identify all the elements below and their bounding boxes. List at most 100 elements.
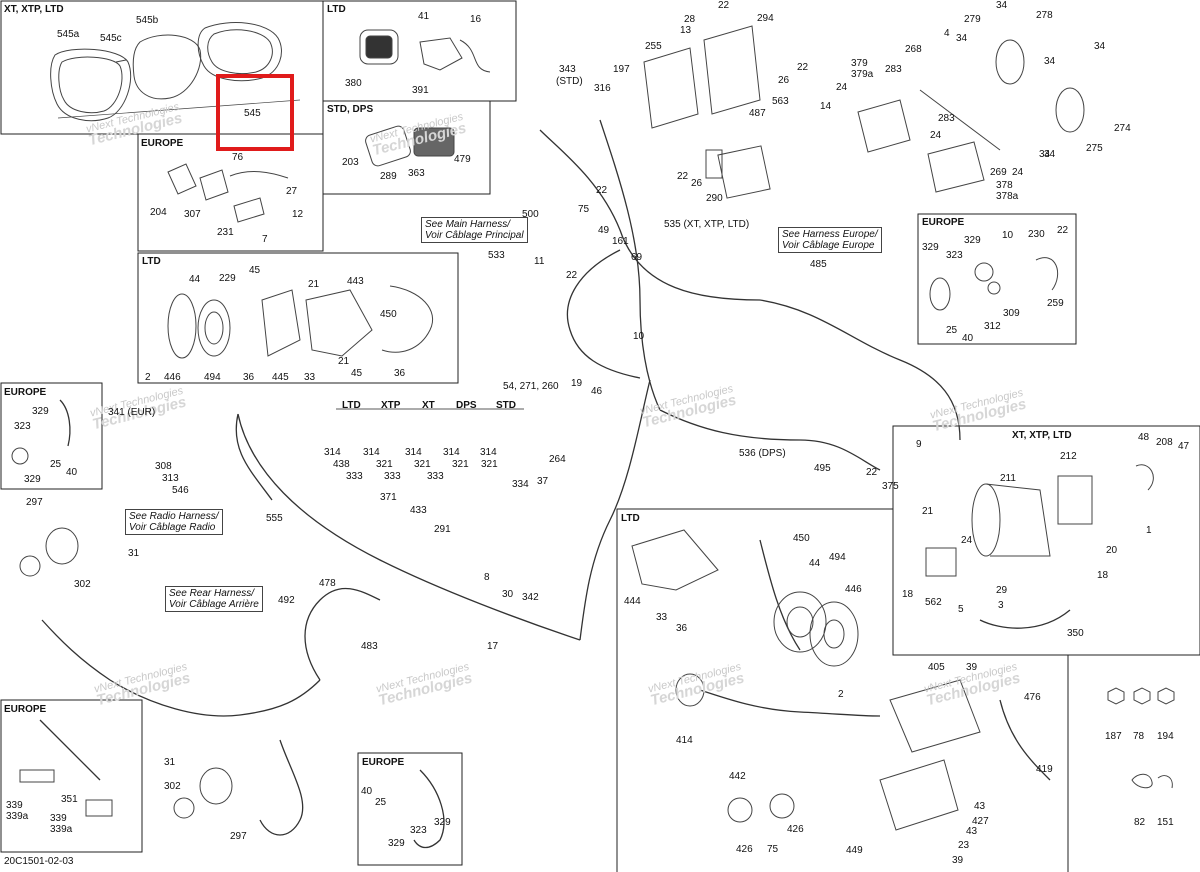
callout-label: 28 xyxy=(684,14,696,25)
callout-label: 26 xyxy=(691,178,703,189)
callout-label: 426 xyxy=(787,824,804,835)
callout-label: 379 xyxy=(851,58,868,69)
callout-label: 492 xyxy=(278,595,295,606)
callout-label: 31 xyxy=(164,757,176,768)
callout-label: 14 xyxy=(820,101,832,112)
callout-label: 333 xyxy=(427,471,444,482)
callout-label: 76 xyxy=(232,152,244,163)
cluster-sketch xyxy=(50,22,301,122)
callout-label: 339 xyxy=(6,800,23,811)
callout-label: 476 xyxy=(1024,692,1041,703)
bracket-sketch xyxy=(675,673,981,831)
callout-label: 44 xyxy=(809,558,821,569)
section-header-ltd-bottom: LTD xyxy=(621,513,640,524)
callout-label: (STD) xyxy=(556,76,583,87)
callout-label: 5 xyxy=(958,604,964,615)
callout-label: 378a xyxy=(996,191,1019,202)
callout-label: 12 xyxy=(292,209,304,220)
callout-label: 545c xyxy=(100,33,122,44)
callout-label: 321 xyxy=(452,459,469,470)
callout-label: 82 xyxy=(1134,817,1146,828)
module-sketch xyxy=(643,25,771,199)
callout-label: 375 xyxy=(882,481,899,492)
note-rear-harness: See Rear Harness/Voir Câblage Arrière xyxy=(165,586,263,612)
callout-label: 9 xyxy=(916,439,922,450)
callout-label: 34 xyxy=(1039,149,1051,160)
callout-label: 22 xyxy=(566,270,578,281)
callout-label: 34 xyxy=(996,0,1008,11)
callout-label: 46 xyxy=(591,386,603,397)
section-header-ltd-speaker-left: LTD xyxy=(142,256,161,267)
callout-label: 31 xyxy=(128,548,140,559)
callout-label: 339a xyxy=(6,811,29,822)
note-radio-harness: See Radio Harness/Voir Câblage Radio xyxy=(125,509,223,535)
callout-label: 546 xyxy=(172,485,189,496)
callout-label: 329 xyxy=(964,235,981,246)
callout-label: 563 xyxy=(772,96,789,107)
callout-label: 378 xyxy=(996,180,1013,191)
callout-label: 290 xyxy=(706,193,723,204)
callout-label: 34 xyxy=(1044,56,1056,67)
callout-label: 40 xyxy=(361,786,373,797)
callout-label: 3 xyxy=(998,600,1004,611)
callout-label: 4 xyxy=(944,28,950,39)
callout-label: 343 xyxy=(559,64,576,75)
callout-label: 339a xyxy=(50,824,73,835)
callout-label: 10 xyxy=(1002,230,1014,241)
callout-label: 7 xyxy=(262,234,268,245)
callout-label: 161 xyxy=(612,236,629,247)
callout-label: 230 xyxy=(1028,229,1045,240)
callout-label: 445 xyxy=(272,372,289,383)
callout-label: 2 xyxy=(145,372,151,383)
callout-label: 24 xyxy=(961,535,973,546)
callout-label: 479 xyxy=(454,154,471,165)
callout-label: 535 (XT, XTP, LTD) xyxy=(664,219,750,230)
frame-ltd-bottom xyxy=(616,508,893,872)
callout-label: 208 xyxy=(1156,437,1173,448)
callout-label: 16 xyxy=(470,14,482,25)
callout-label: 426 xyxy=(736,844,753,855)
callout-label: 33 xyxy=(656,612,668,623)
section-header-europe-left: EUROPE xyxy=(4,387,47,398)
callout-label: 329 xyxy=(24,474,41,485)
callout-label: 309 xyxy=(1003,308,1020,319)
callout-label: 2 xyxy=(838,689,844,700)
callout-label: 533 xyxy=(488,250,505,261)
callout-label: 27 xyxy=(286,186,298,197)
callout-label: 36 xyxy=(394,368,406,379)
callout-label: 23 xyxy=(958,840,970,851)
callout-label: 26 xyxy=(778,75,790,86)
callout-label: 203 xyxy=(342,157,359,168)
callout-label: 433 xyxy=(410,505,427,516)
section-header-xt-xtp-ltd-winch: XT, XTP, LTD xyxy=(1012,430,1072,441)
callout-label: 321 xyxy=(481,459,498,470)
callout-label: 45 xyxy=(351,368,363,379)
callout-label: 274 xyxy=(1114,123,1131,134)
callout-label: 446 xyxy=(164,372,181,383)
section-header-std-dps: STD, DPS xyxy=(327,104,374,115)
callout-label: 405 xyxy=(928,662,945,673)
callout-label: 25 xyxy=(50,459,62,470)
section-header-europe-bottom-left: EUROPE xyxy=(4,704,47,715)
callout-label: 329 xyxy=(388,838,405,849)
callout-label: 283 xyxy=(885,64,902,75)
callout-label: 545a xyxy=(57,29,80,40)
callout-label: 194 xyxy=(1157,731,1174,742)
callout-label: 321 xyxy=(376,459,393,470)
callout-label: 449 xyxy=(846,845,863,856)
callout-label: 37 xyxy=(537,476,549,487)
callout-label: 21 xyxy=(338,356,350,367)
callout-label: 36 xyxy=(676,623,688,634)
callout-label: 40 xyxy=(66,467,78,478)
callout-label: 45 xyxy=(249,265,261,276)
callout-label: 21 xyxy=(922,506,934,517)
callout-label: 231 xyxy=(217,227,234,238)
callout-label: 313 xyxy=(162,473,179,484)
callout-label: 483 xyxy=(361,641,378,652)
callout-label: 25 xyxy=(946,325,958,336)
lamp-left-sketch xyxy=(11,447,233,819)
callout-label: 54, 271, 260 xyxy=(503,381,559,392)
note-harness-europe: See Harness Europe/Voir Câblage Europe xyxy=(778,227,882,253)
speaker-bottom-sketch xyxy=(631,529,859,667)
callout-label: 40 xyxy=(962,333,974,344)
